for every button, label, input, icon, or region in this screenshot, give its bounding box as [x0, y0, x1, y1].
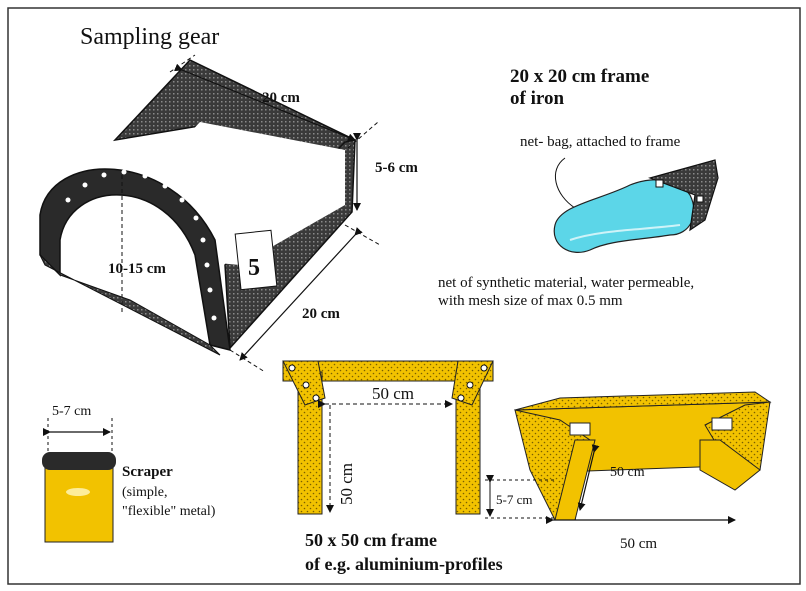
width-dim-line: [174, 63, 356, 142]
depth-dim-line: [239, 227, 363, 361]
frame-rivets: [288, 364, 488, 402]
box-left-wall: [39, 254, 221, 356]
frame-clip-right: [696, 195, 704, 203]
frame-width-label: 50 cm: [372, 384, 414, 403]
frame3d-depth-label: 50 cm: [610, 465, 645, 480]
frame3d-back-top: [514, 391, 772, 411]
iron-frame-section: 20 x 20 cm frame of iron net- bag, attac…: [438, 66, 719, 309]
netbag-label: net- bag, attached to frame: [520, 134, 681, 150]
scraper-blade: [44, 461, 114, 543]
depth-label: 20 cm: [302, 306, 340, 322]
netbag-pointer: [555, 157, 576, 209]
frame3d-slot-left: [569, 422, 591, 436]
iron-frame-title-1: 20 x 20 cm frame: [510, 66, 649, 87]
scraper-section: 5-7 cm Scraper (simple, "flexible" metal…: [42, 404, 216, 543]
frame-3d-section: 50 cm 5-7 cm 50 cm: [485, 391, 772, 552]
frame3d-slot-right: [711, 417, 733, 431]
scraper-shine: [66, 488, 90, 496]
box-arch: [39, 168, 231, 351]
depth-ext-bottom: [229, 349, 266, 373]
width-label: 20 cm: [262, 90, 300, 106]
arch-holes: [65, 169, 217, 321]
scraper-desc-2: "flexible" metal): [122, 504, 216, 519]
frame-top-bar: [282, 360, 494, 382]
frame3d-width-label: 50 cm: [620, 536, 657, 552]
iron-frame-title-2: of iron: [510, 88, 564, 109]
frame-clip-left: [655, 179, 664, 188]
frame-height-label: 50 cm: [337, 463, 356, 505]
frame3d-depth-dim: [577, 444, 600, 511]
arch-height-label: 10-15 cm: [108, 261, 166, 277]
netbag-shape: [553, 179, 695, 253]
net-desc-1: net of synthetic material, water permeab…: [438, 275, 694, 291]
height-label: 5-6 cm: [375, 160, 418, 176]
sampling-box: 5 10-15 cm 20 cm 5-6 cm 20 cm: [39, 54, 418, 373]
page-title: Sampling gear: [80, 24, 219, 50]
width-ext-left: [169, 54, 196, 73]
frame50-title-1: 50 x 50 cm frame: [305, 530, 437, 550]
scraper-title: Scraper: [122, 464, 173, 480]
frame3d-right-face: [699, 439, 761, 491]
iron-frame: [648, 159, 719, 232]
scraper-desc-1: (simple,: [122, 485, 168, 500]
depth-ext-top: [344, 224, 381, 246]
frame3d-height-label: 5-7 cm: [496, 492, 532, 507]
scraper-handle: [42, 452, 116, 470]
aluminium-frame-section: 50 cm 50 cm 50 x 50 cm frame of e.g. alu…: [282, 360, 503, 574]
frame50-title-2: of e.g. aluminium-profiles: [305, 554, 503, 574]
netbag-highlight: [569, 224, 681, 241]
net-desc-2: with mesh size of max 0.5 mm: [438, 293, 623, 309]
scraper-width-label: 5-7 cm: [52, 404, 91, 419]
side-number: 5: [248, 255, 260, 281]
page-border: [7, 7, 801, 585]
